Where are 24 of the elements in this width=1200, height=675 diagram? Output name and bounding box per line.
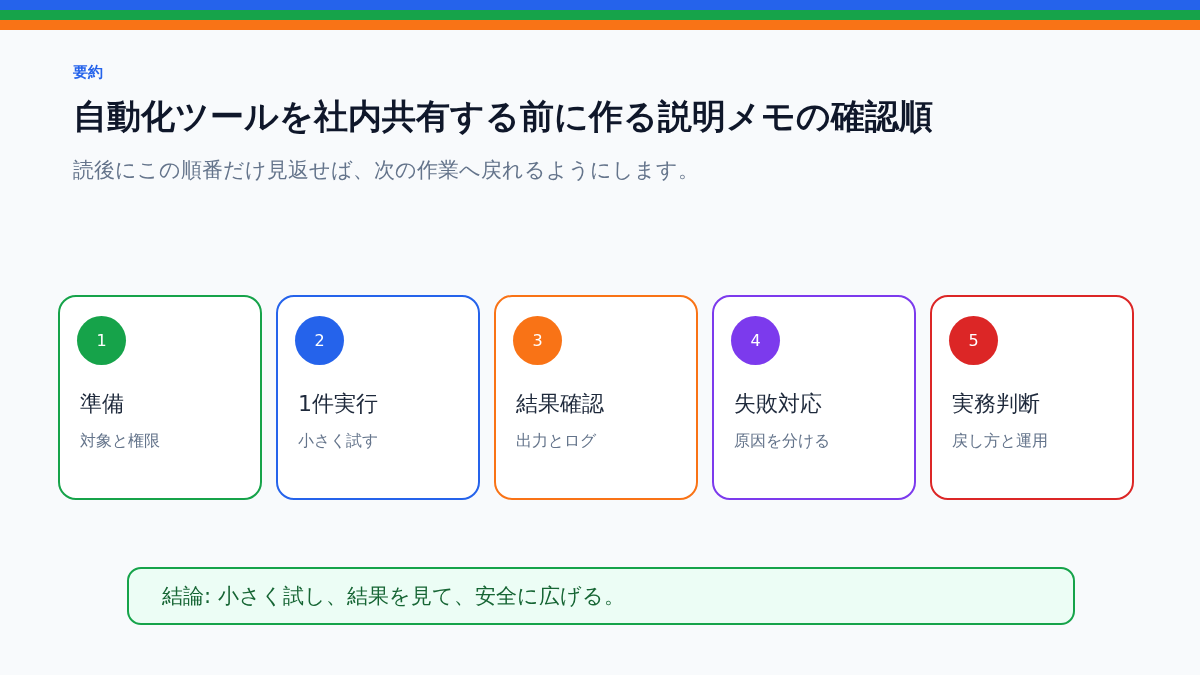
step-number-circle: 5 <box>949 316 998 365</box>
step-title: 実務判断 <box>952 391 1040 418</box>
step-number-circle: 2 <box>295 316 344 365</box>
conclusion-banner: 結論: 小さく試し、結果を見て、安全に広げる。 <box>127 567 1075 625</box>
step-number-circle: 4 <box>731 316 780 365</box>
step-number-circle: 1 <box>77 316 126 365</box>
step-card <box>494 295 698 500</box>
subtitle-text: 読後にこの順番だけ見返せば、次の作業へ戻れるようにします。 <box>73 158 699 184</box>
step-title: 失敗対応 <box>734 391 822 418</box>
step-description: 対象と権限 <box>80 431 160 451</box>
step-title: 1件実行 <box>298 391 378 418</box>
step-card <box>276 295 480 500</box>
step-description: 出力とログ <box>516 431 596 451</box>
step-card <box>712 295 916 500</box>
step-description: 戻し方と運用 <box>952 431 1048 451</box>
step-card <box>930 295 1134 500</box>
eyebrow-label: 要約 <box>73 63 103 81</box>
step-description: 小さく試す <box>298 431 378 451</box>
page-title: 自動化ツールを社内共有する前に作る説明メモの確認順 <box>73 96 933 137</box>
step-description: 原因を分ける <box>734 431 830 451</box>
step-card <box>58 295 262 500</box>
step-title: 結果確認 <box>516 391 604 418</box>
step-number-circle: 3 <box>513 316 562 365</box>
step-title: 準備 <box>80 391 124 418</box>
